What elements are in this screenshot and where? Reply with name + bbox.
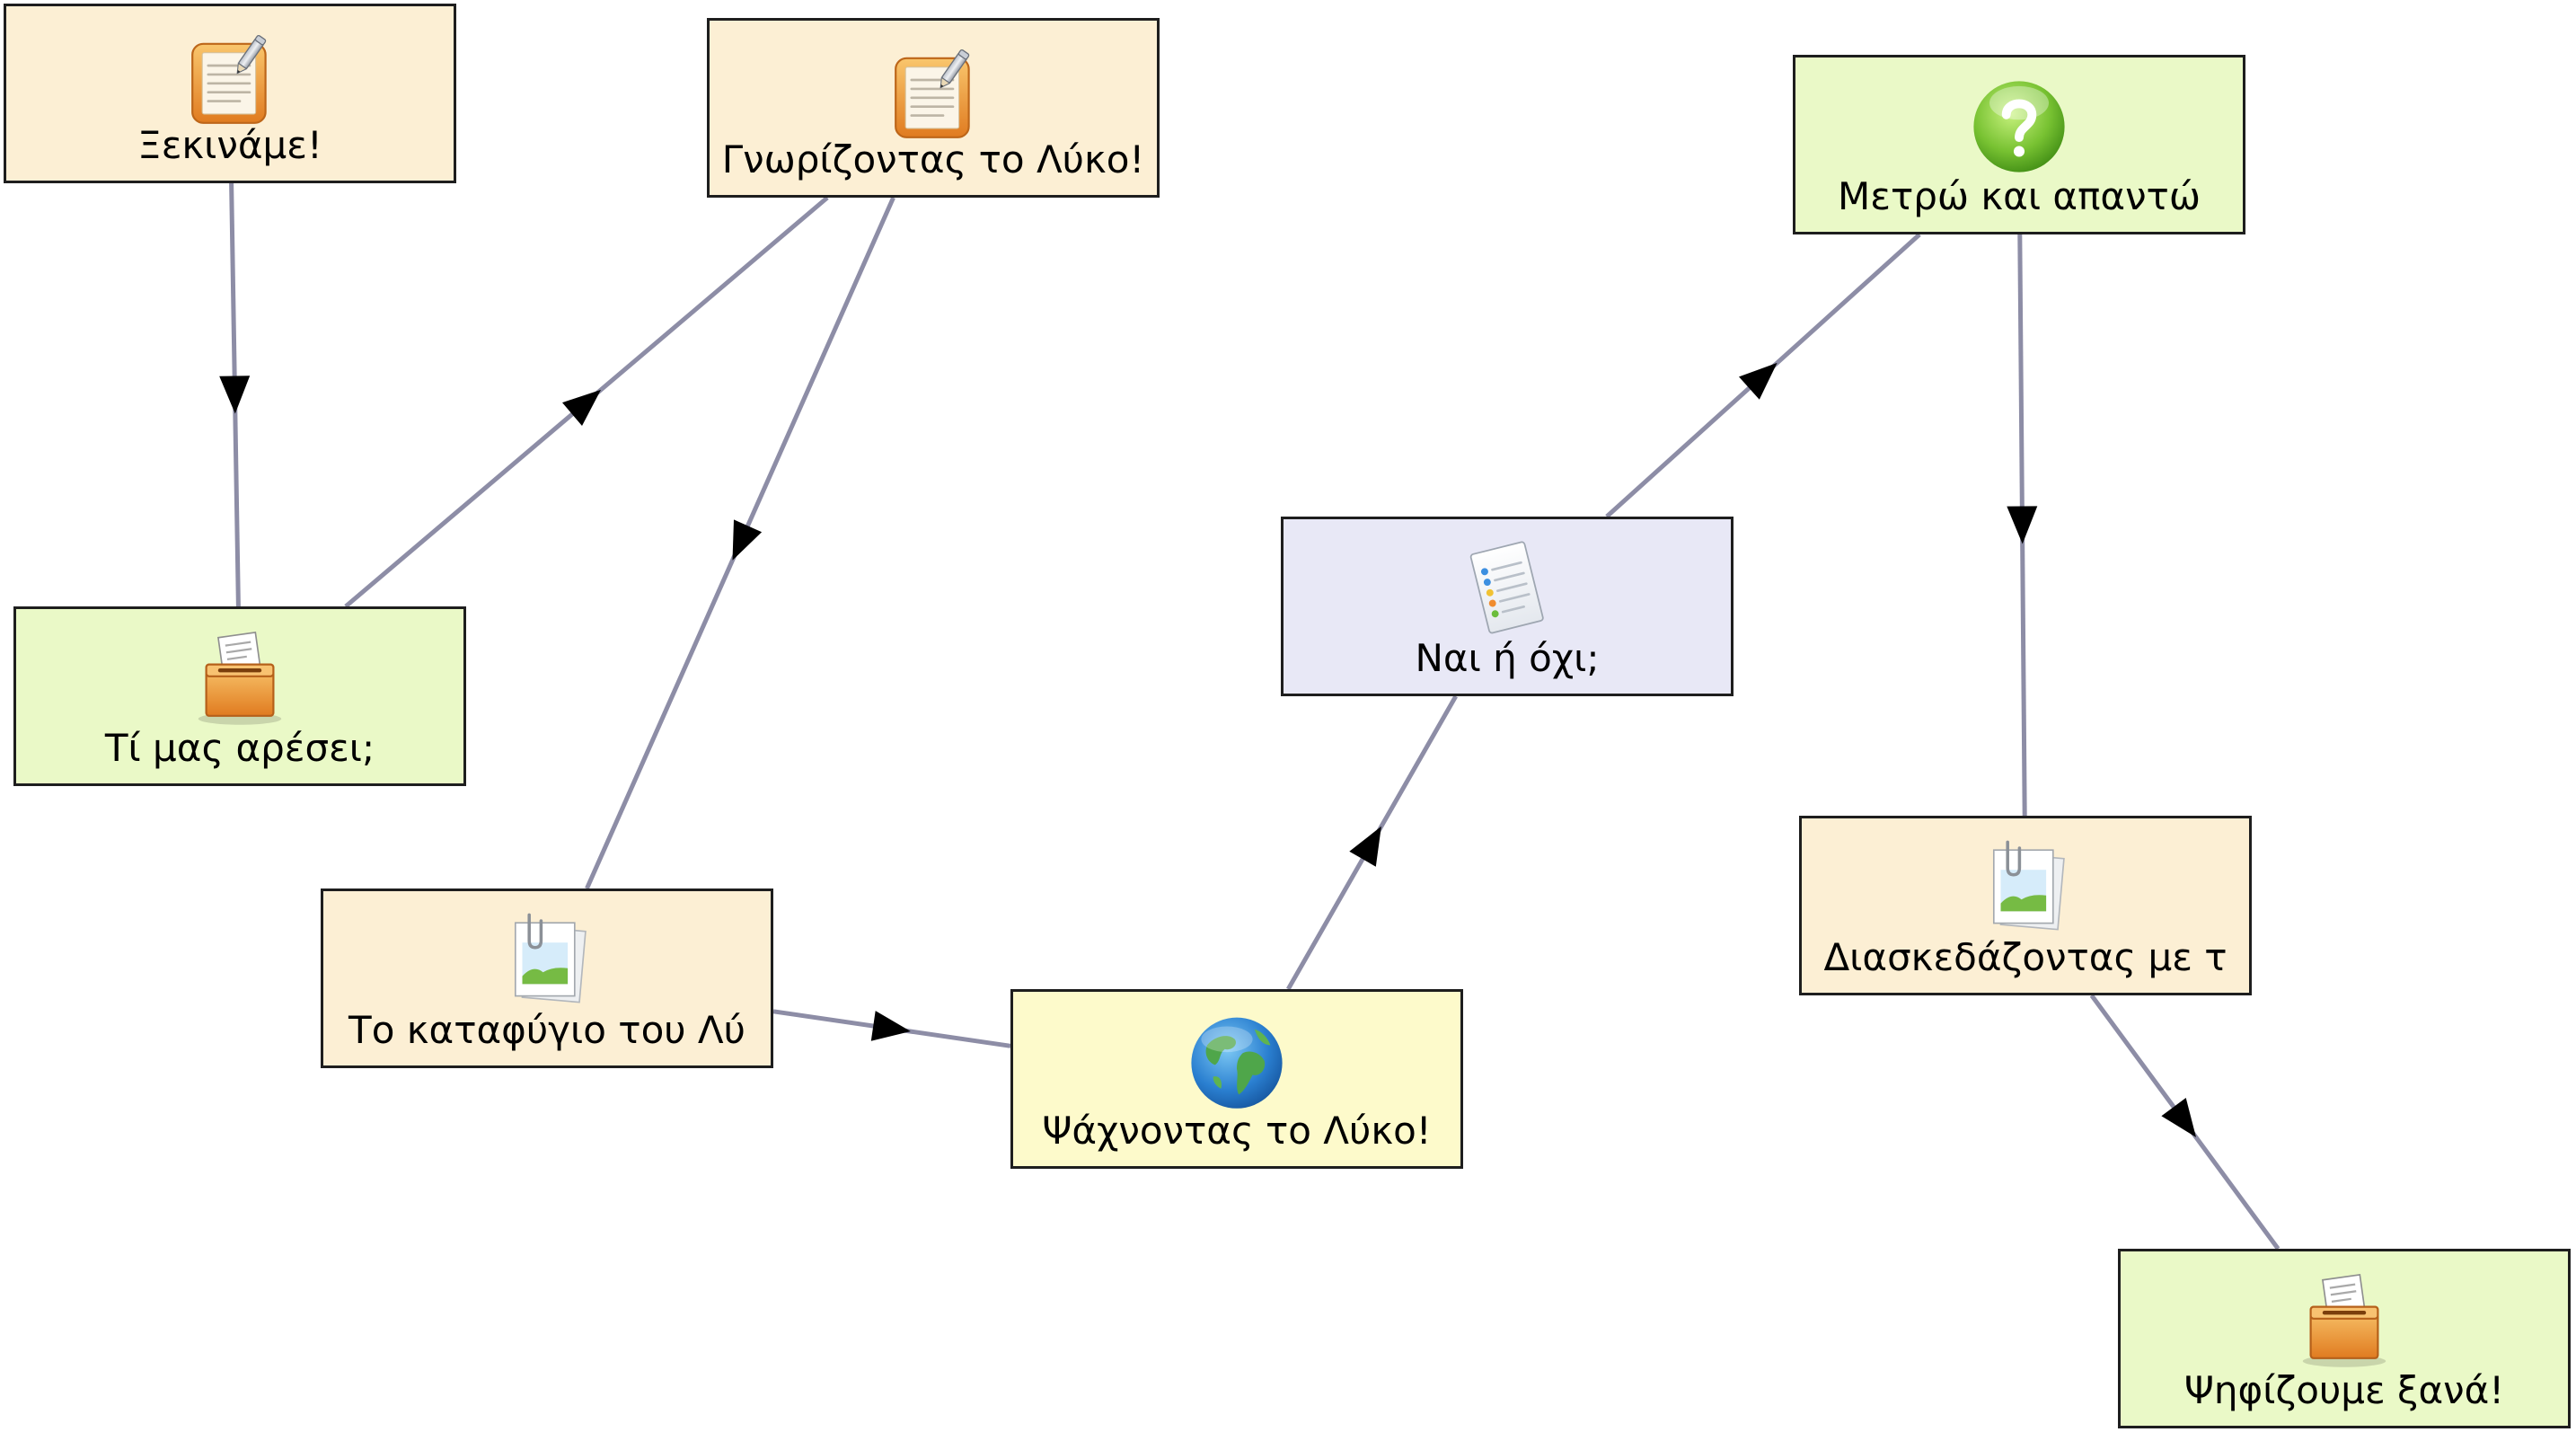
activity-node[interactable]: Τί μας αρέσει; xyxy=(13,606,466,786)
activity-label: Τί μας αρέσει; xyxy=(104,726,375,770)
image-icon xyxy=(498,911,596,1010)
activity-label: Ψηφίζουμε ξανά! xyxy=(2183,1368,2505,1412)
activity-node[interactable]: Γνωρίζοντας το Λύκο! xyxy=(707,18,1160,198)
activity-label: Ναι ή όχι; xyxy=(1415,636,1600,680)
activity-node[interactable]: Ψάχνοντας το Λύκο! xyxy=(1010,989,1463,1169)
question-icon xyxy=(1970,77,2069,176)
activity-label: Μετρώ και απαντώ xyxy=(1838,174,2201,218)
transition-arrowhead xyxy=(1739,362,1778,400)
clipboard-icon xyxy=(884,40,983,139)
activity-label: Ψάχνοντας το Λύκο! xyxy=(1042,1109,1432,1153)
activity-node[interactable]: Ξεκινάμε! xyxy=(4,4,456,183)
image-icon xyxy=(1976,838,2075,937)
activity-node[interactable]: Το καταφύγιο του Λύ xyxy=(321,888,773,1068)
transition-arrowhead xyxy=(219,376,251,414)
ballot-box-icon xyxy=(2295,1271,2394,1370)
activity-node[interactable]: Ναι ή όχι; xyxy=(1281,517,1734,696)
activity-label: Γνωρίζοντας το Λύκο! xyxy=(721,137,1145,181)
transition-arrowhead xyxy=(2161,1098,2196,1137)
activity-node[interactable]: Μετρώ και απαντώ xyxy=(1793,55,2245,234)
activity-node[interactable]: Ψηφίζουμε ξανά! xyxy=(2118,1249,2571,1428)
transition-arrowhead xyxy=(2007,506,2038,544)
transition-arrowhead xyxy=(562,389,601,426)
transition-arrowhead xyxy=(1349,826,1381,867)
transition-arrowhead xyxy=(732,519,763,561)
globe-icon xyxy=(1187,1012,1286,1110)
list-icon xyxy=(1458,539,1557,638)
clipboard-icon xyxy=(181,26,279,125)
activity-label: Ξεκινάμε! xyxy=(137,123,322,167)
activity-label: Διασκεδάζοντας με τ xyxy=(1823,935,2228,979)
transition-arrowhead xyxy=(870,1011,911,1041)
ballot-box-icon xyxy=(190,629,289,728)
activity-node[interactable]: Διασκεδάζοντας με τ xyxy=(1799,816,2252,995)
activity-label: Το καταφύγιο του Λύ xyxy=(348,1008,745,1052)
